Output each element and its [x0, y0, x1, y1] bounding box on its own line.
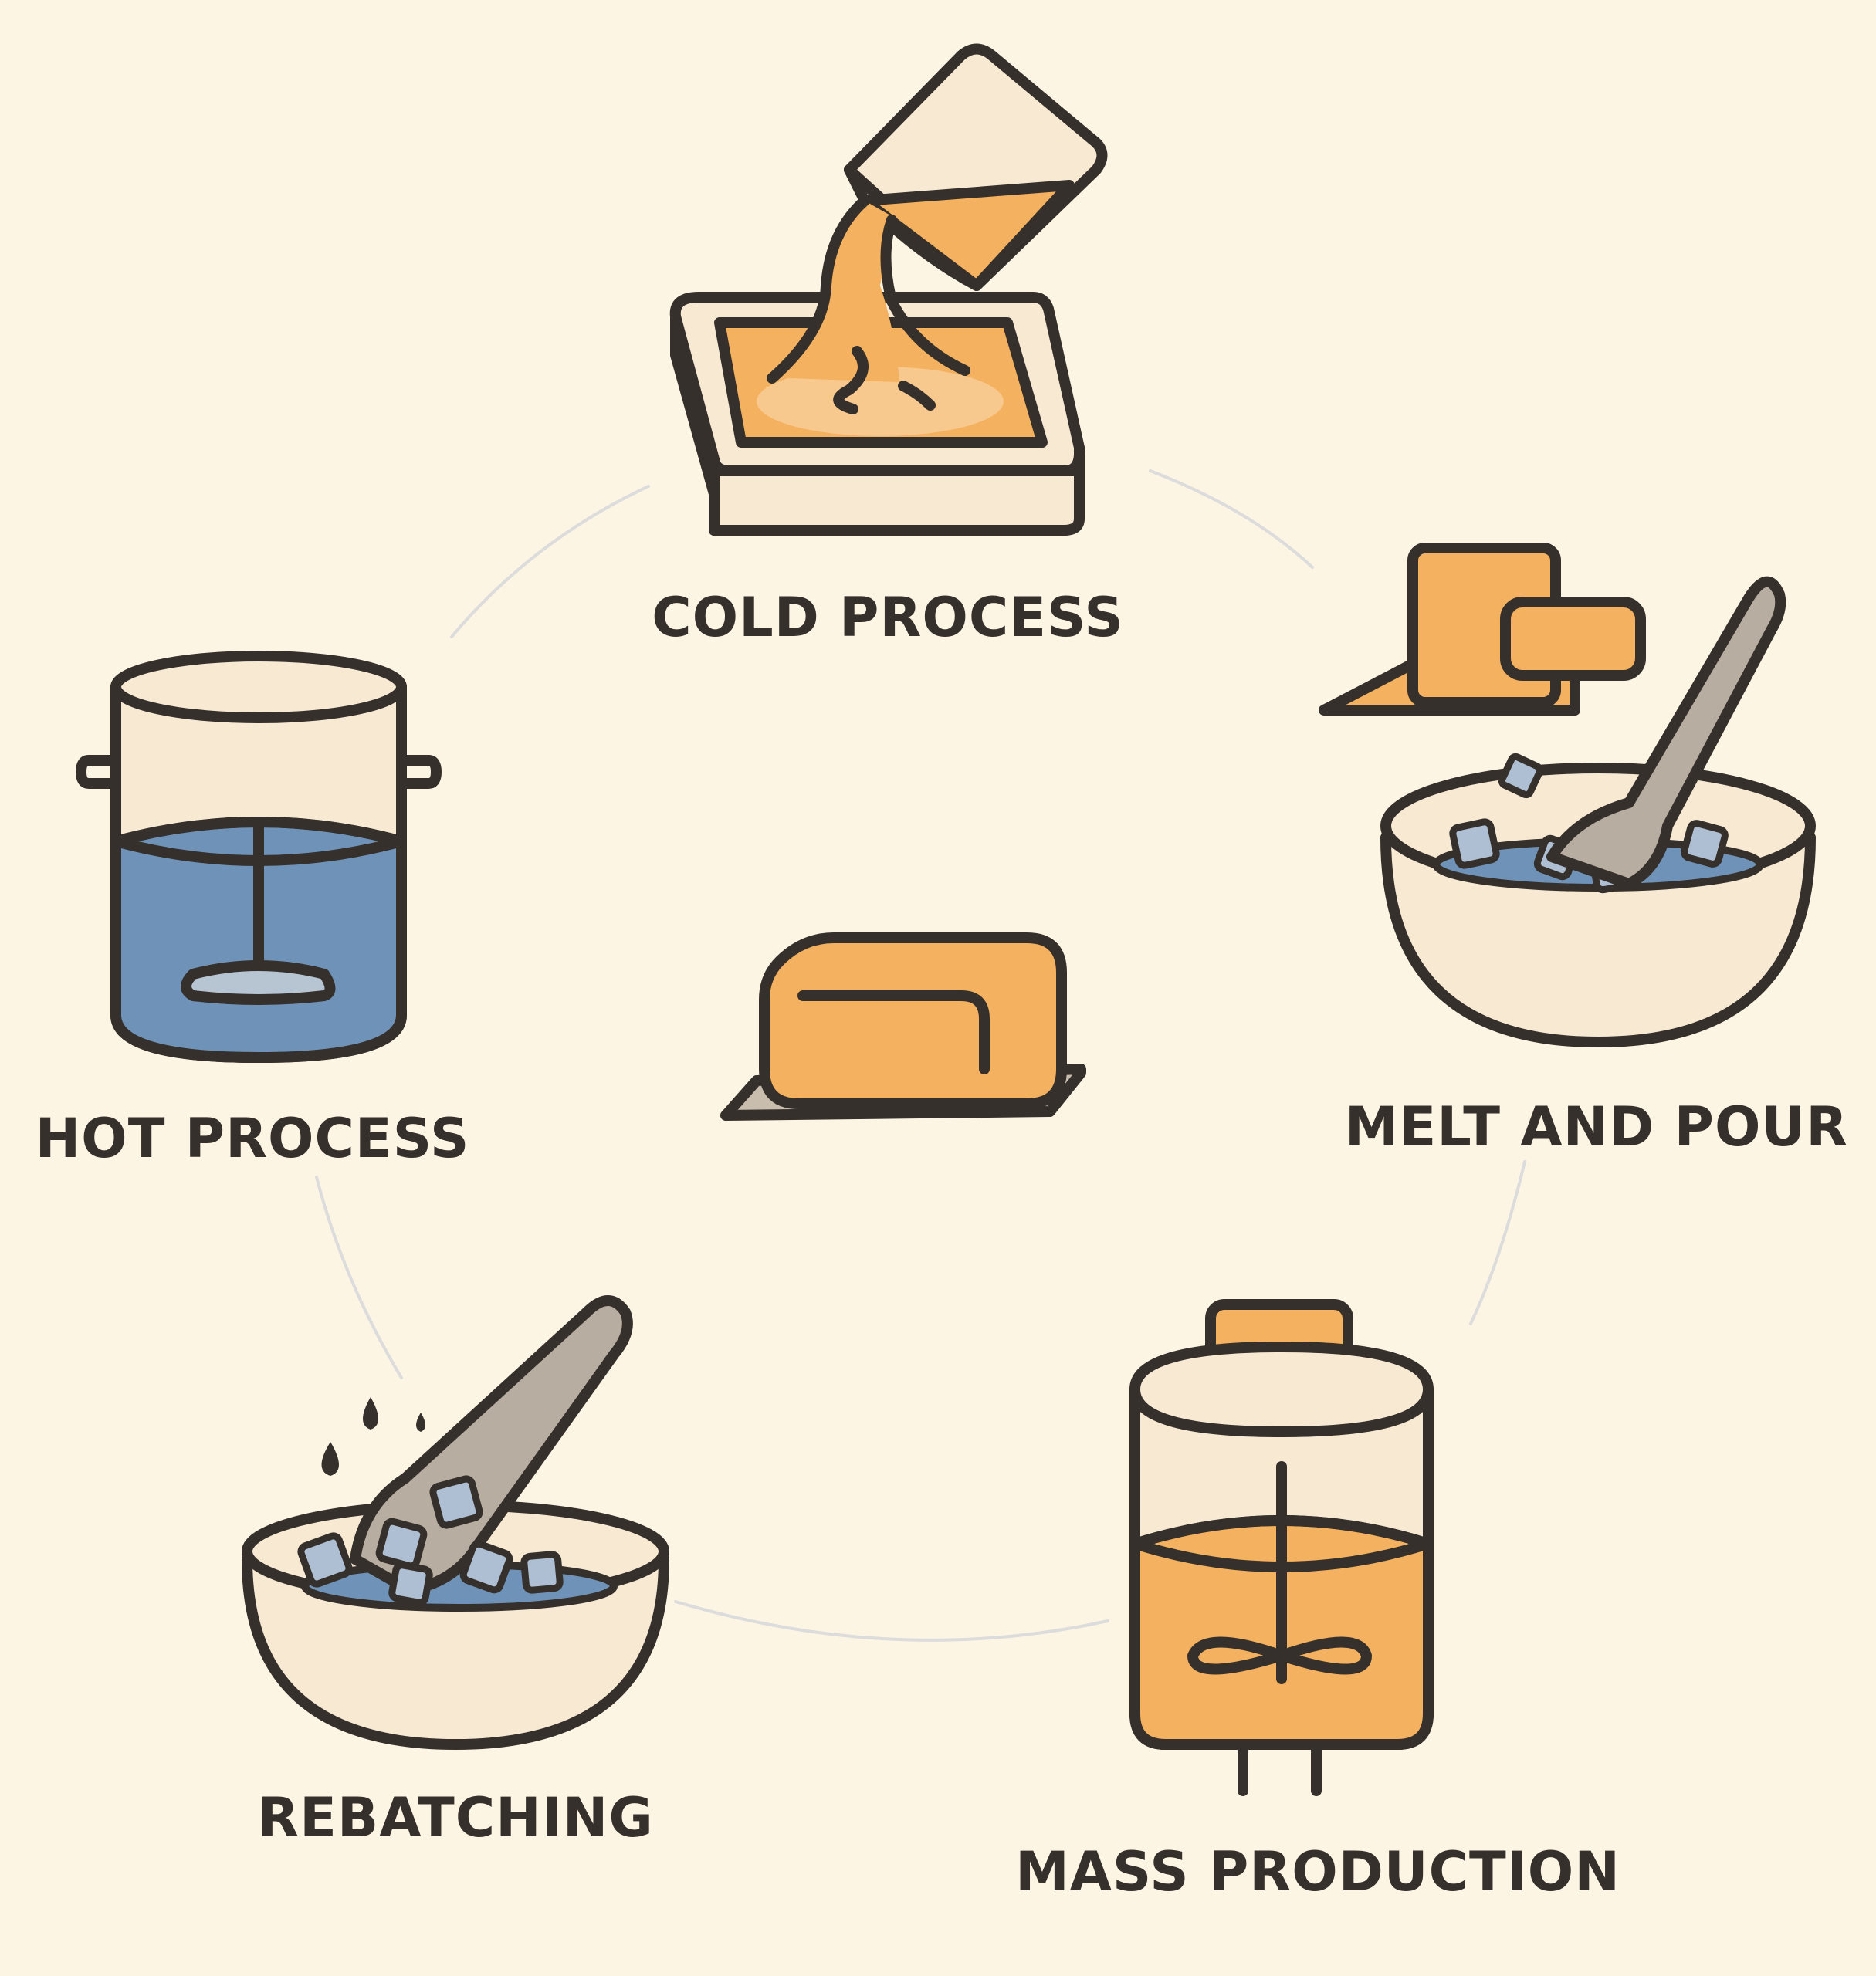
mixing-tank-icon — [1129, 1299, 1434, 1796]
rebatch-spoon — [350, 1295, 633, 1595]
label-rebatching: REBATCHING — [257, 1786, 654, 1849]
label-melt-and-pour: MELT AND POUR — [1344, 1095, 1849, 1159]
ring-arc-rebatch-to-hot — [315, 1176, 403, 1379]
soap-bar-icon — [720, 932, 1086, 1121]
melt-bowl-icon — [1319, 543, 1816, 1047]
spoon — [1546, 576, 1786, 889]
tank-paddle — [1187, 1636, 1372, 1675]
connecting-ring — [315, 469, 1526, 1642]
soap-bar-body — [759, 932, 1067, 1109]
ring-arc-cold-to-melt — [1149, 469, 1314, 569]
rebatch-cubes — [297, 1475, 564, 1606]
label-cold-process: COLD PROCESS — [652, 586, 1124, 649]
pour-stream — [767, 195, 970, 414]
rebatch-bowl-icon — [242, 1295, 669, 1750]
label-hot-process: HOT PROCESS — [35, 1107, 470, 1170]
cooking-pot-icon — [76, 651, 442, 1063]
ring-arc-melt-to-mass — [1469, 1160, 1526, 1325]
soap-bar-highlight — [797, 990, 990, 1074]
label-mass-production: MASS PRODUCTION — [1015, 1840, 1620, 1903]
pouring-mold-icon — [669, 43, 1108, 536]
ring-arc-mass-to-rebatch — [674, 1600, 1109, 1642]
bowl-body — [1380, 832, 1816, 1047]
pot-rim — [110, 651, 407, 723]
pot-paddle — [181, 960, 336, 1005]
droplets — [321, 1397, 425, 1476]
pot-handle-right — [396, 755, 442, 789]
ring-arc-hot-to-cold — [450, 485, 650, 638]
pot-handle-left — [76, 755, 121, 789]
soap-blocks — [1319, 543, 1646, 716]
